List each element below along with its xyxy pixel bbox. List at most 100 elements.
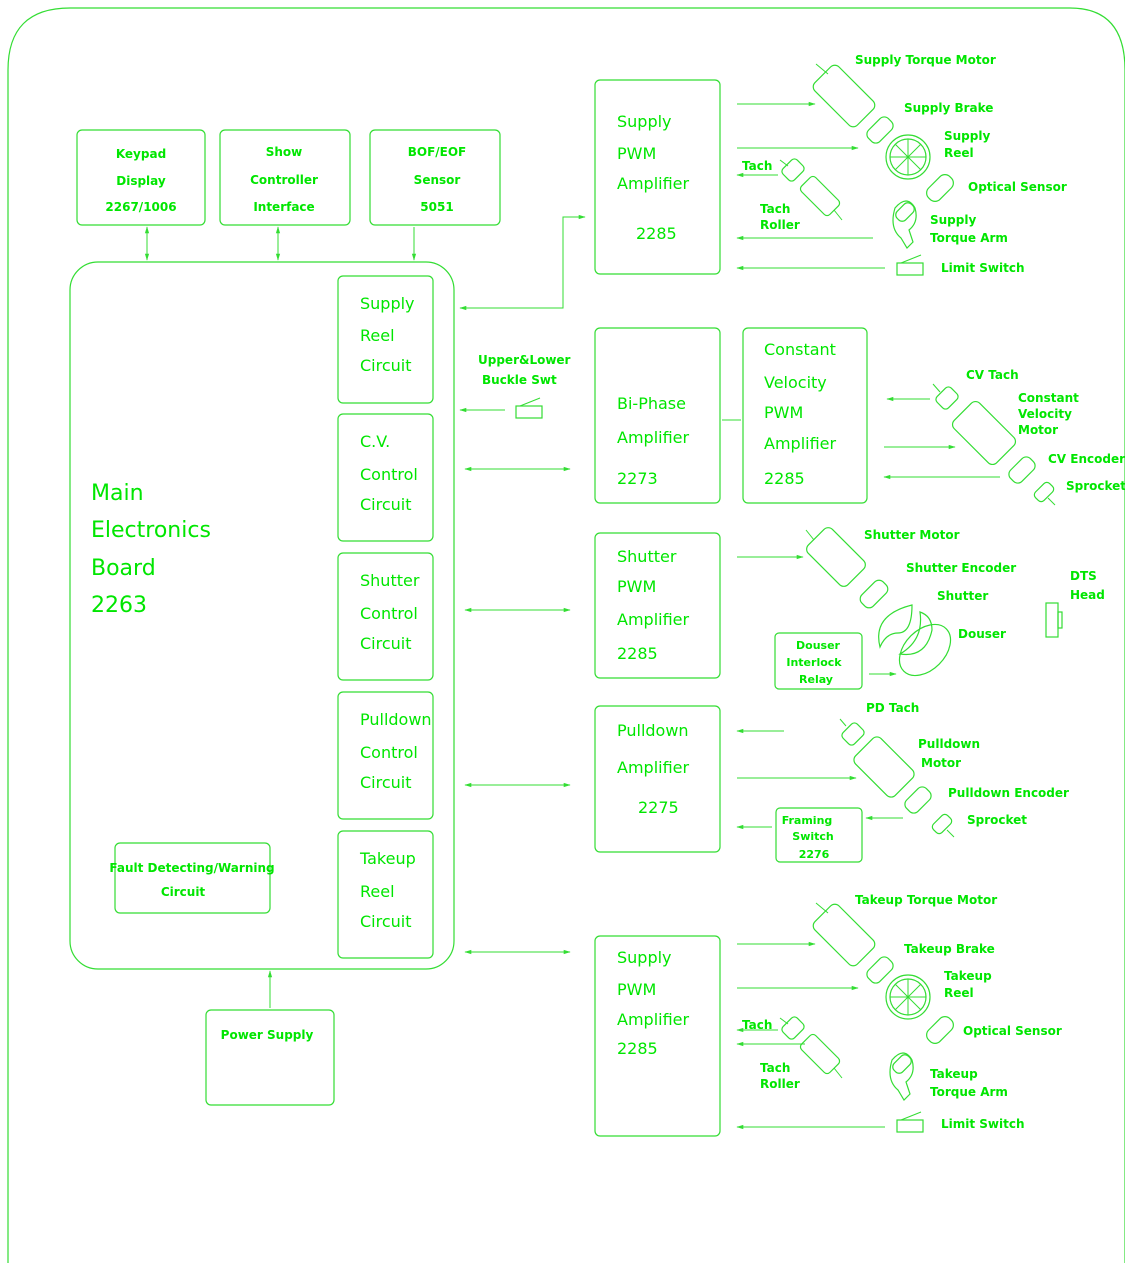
takeup-reel-icon xyxy=(885,974,931,1020)
label-labels-cv-motor-2: Motor xyxy=(1018,423,1058,437)
label-labels-supply-reel-1: Reel xyxy=(944,146,974,160)
main-electronics-board: Main Electronics Board 2263 xyxy=(69,261,455,970)
label-boxes-cv-pwm-3: Amplifier xyxy=(764,434,837,453)
label-labels-sprocket-pd: Sprocket xyxy=(967,813,1027,827)
label-labels-optical-sensor-bottom: Optical Sensor xyxy=(963,1024,1062,1038)
label-boxes-cv-pwm-4: 2285 xyxy=(764,469,805,488)
pulldown-control-circuit-box: Pulldown Control Circuit xyxy=(337,691,434,820)
pulldown-sprocket-icon xyxy=(931,813,955,838)
show-controller-box: Show Controller Interface xyxy=(219,129,351,226)
label-labels-dts-head-0: DTS xyxy=(1070,569,1097,583)
label-boxes-shutter-pwm-0: Shutter xyxy=(617,547,677,566)
label-labels-tach-bottom: Tach xyxy=(742,1018,772,1032)
pulldown-amplifier: Pulldown Amplifier 2275 xyxy=(594,705,721,853)
label-boxes-show-0: Show xyxy=(266,145,303,159)
label-boxes-framing-switch-0: Framing xyxy=(782,814,833,827)
label-boxes-fault-0: Fault Detecting/Warning xyxy=(109,861,274,875)
label-boxes-bof-1: Sensor xyxy=(414,173,461,187)
bof-eof-sensor-box: BOF/EOF Sensor 5051 xyxy=(369,129,501,226)
label-boxes-supply-pwm-top-3: 2285 xyxy=(636,224,677,243)
power-supply-box: Power Supply xyxy=(205,1009,335,1106)
label-boxes-pulldown-circuit-2: Circuit xyxy=(360,773,412,792)
label-labels-takeup-torque-motor: Takeup Torque Motor xyxy=(855,893,997,907)
label-boxes-supply-pwm-top-2: Amplifier xyxy=(617,174,690,193)
label-labels-upper-lower-0: Upper&Lower xyxy=(478,353,571,367)
outer-frame xyxy=(7,7,1125,1263)
label-boxes-show-1: Controller xyxy=(250,173,318,187)
label-labels-shutter: Shutter xyxy=(937,589,988,603)
label-boxes-douser-relay-2: Relay xyxy=(799,673,833,686)
limit-switch-top-icon xyxy=(896,254,924,276)
shutter-icon xyxy=(878,604,933,656)
takeup-torque-arm-icon xyxy=(889,1052,914,1101)
supply-section-arrows xyxy=(736,101,885,271)
douser-icon xyxy=(898,623,952,677)
label-boxes-shutter-circuit-2: Circuit xyxy=(360,634,412,653)
label-labels-douser: Douser xyxy=(958,627,1006,641)
label-boxes-pulldown-circuit-1: Control xyxy=(360,743,418,762)
label-labels-cv-motor-0: Constant xyxy=(1018,391,1079,405)
label-boxes-supply-pwm-bottom-0: Supply xyxy=(617,948,672,967)
label-boxes-shutter-pwm-1: PWM xyxy=(617,577,656,596)
label-labels-takeup-reel-1: Reel xyxy=(944,986,974,1000)
cv-motor-icon xyxy=(951,400,1017,466)
label-boxes-shutter-pwm-2: Amplifier xyxy=(617,610,690,629)
label-boxes-biphase-1: Amplifier xyxy=(617,428,690,447)
label-labels-cv-motor-1: Velocity xyxy=(1018,407,1072,421)
label-boxes-supply-pwm-bottom-1: PWM xyxy=(617,980,656,999)
keypad-display-box: Keypad Display 2267/1006 xyxy=(76,129,206,226)
label-boxes-framing-switch-2: 2276 xyxy=(799,848,830,861)
label-labels-takeup-reel-0: Takeup xyxy=(944,969,992,983)
label-labels-pulldown-encoder: Pulldown Encoder xyxy=(948,786,1069,800)
label-boxes-bof-0: BOF/EOF xyxy=(408,145,467,159)
label-labels-pd-tach: PD Tach xyxy=(866,701,919,715)
label-boxes-takeup-circuit-0: Takeup xyxy=(359,849,416,868)
label-labels-takeup-brake: Takeup Brake xyxy=(904,942,995,956)
limit-switch-bottom-icon xyxy=(896,1111,924,1133)
label-boxes-framing-switch-1: Switch xyxy=(792,830,833,843)
label-labels-shutter-motor: Shutter Motor xyxy=(864,528,960,542)
label-boxes-fault-1: Circuit xyxy=(161,885,206,899)
shutter-control-circuit-box: Shutter Control Circuit xyxy=(337,552,434,681)
cv-tach-icon xyxy=(932,383,959,410)
cv-control-circuit-box: C.V. Control Circuit xyxy=(337,413,434,542)
label-boxes-supply-pwm-top-1: PWM xyxy=(617,144,656,163)
douser-interlock-relay-box: Douser Interlock Relay xyxy=(774,632,863,690)
supply-torque-arm-icon xyxy=(892,200,917,249)
label-boxes-cv-circuit-0: C.V. xyxy=(360,432,390,451)
supply-reel-connector xyxy=(459,214,586,311)
label-boxes-supply-pwm-top-0: Supply xyxy=(617,112,672,131)
biphase-amplifier: Bi-Phase Amplifier 2273 xyxy=(594,327,721,504)
label-boxes-main-2: Board xyxy=(91,556,156,581)
cv-encoder-icon xyxy=(1008,456,1036,484)
label-boxes-supply-reel-circuit-0: Supply xyxy=(360,294,415,313)
label-boxes-supply-reel-circuit-2: Circuit xyxy=(360,356,412,375)
buckle-switch-symbol xyxy=(515,397,543,419)
label-labels-sprocket-cv: Sprocket xyxy=(1066,479,1125,493)
label-labels-supply-reel-0: Supply xyxy=(944,129,990,143)
label-boxes-show-2: Interface xyxy=(253,200,314,214)
takeup-optical-sensor-icon xyxy=(926,1016,954,1044)
takeup-section-arrows xyxy=(736,941,885,1130)
shutter-motor-icon xyxy=(805,527,866,587)
label-labels-takeup-torque-arm-0: Takeup xyxy=(930,1067,978,1081)
cv-section-arrows xyxy=(883,396,1000,480)
supply-pwm-amplifier-bottom: Supply PWM Amplifier 2285 xyxy=(594,935,721,1137)
label-labels-tach-roller-top-0: Tach xyxy=(760,202,790,216)
label-boxes-main-0: Main xyxy=(91,481,144,506)
takeup-torque-motor-icon xyxy=(812,902,876,967)
label-labels-supply-torque-arm-1: Torque Arm xyxy=(930,231,1008,245)
label-labels-tach-roller-bottom-0: Tach xyxy=(760,1061,790,1075)
framing-switch-box: Framing Switch 2276 xyxy=(775,807,863,863)
label-labels-shutter-encoder: Shutter Encoder xyxy=(906,561,1016,575)
takeup-reel-circuit-box: Takeup Reel Circuit xyxy=(337,830,434,959)
label-boxes-keypad-2: 2267/1006 xyxy=(105,200,176,214)
label-boxes-pulldown-amp-0: Pulldown xyxy=(617,721,689,740)
cv-pwm-amplifier: Constant Velocity PWM Amplifier 2285 xyxy=(742,327,868,504)
label-labels-supply-torque-arm-0: Supply xyxy=(930,213,976,227)
label-boxes-keypad-0: Keypad xyxy=(116,147,166,161)
label-boxes-cv-pwm-0: Constant xyxy=(764,340,836,359)
label-boxes-pulldown-amp-2: 2275 xyxy=(638,798,679,817)
shutter-pwm-amplifier: Shutter PWM Amplifier 2285 xyxy=(594,532,721,679)
takeup-tach-icon xyxy=(779,1016,843,1079)
